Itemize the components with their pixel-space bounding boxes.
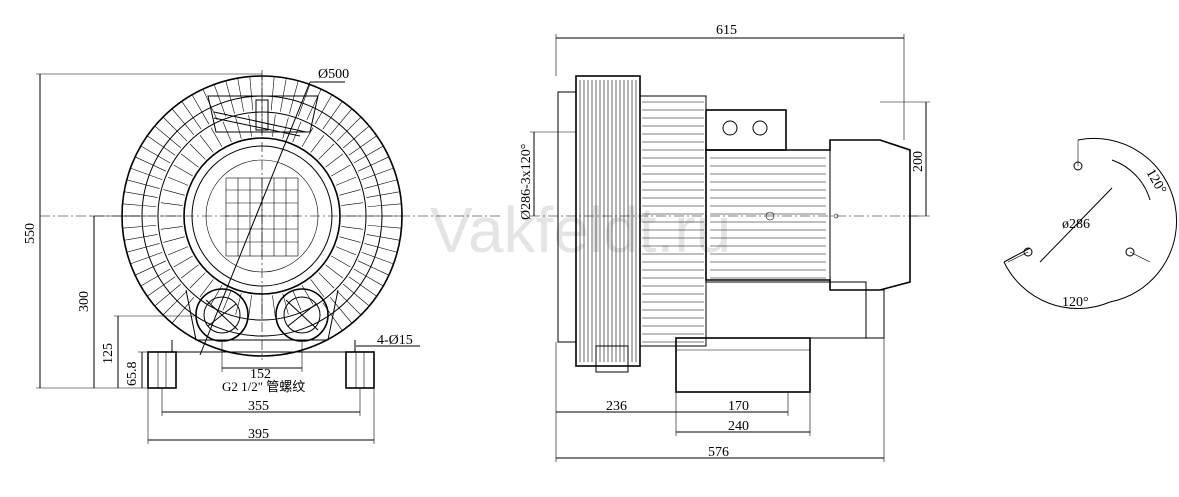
base-width-label: 240 (728, 419, 749, 434)
width-base-label: 395 (248, 427, 269, 442)
front-view: Ø500 550 300 125 65.8 4-Ø15 152 G2 1/2" … (23, 67, 500, 444)
mounting-base (675, 337, 811, 393)
flange-detail: ø286 120° 120° (1003, 137, 1178, 310)
housing-fins (579, 80, 637, 362)
thread-label: G2 1/2" 管螺纹 (222, 379, 305, 394)
height-axis-label: 300 (77, 291, 92, 312)
motor-fan-cover (183, 137, 341, 295)
terminal-box (705, 109, 787, 151)
side-view: 615 200 Ø286-3x120° 236 170 240 576 (519, 23, 930, 462)
diameter-label: Ø500 (318, 67, 349, 82)
motor-height-label: 200 (911, 151, 926, 172)
motor-fins (710, 157, 826, 279)
flange-angle-top-label: 120° (1143, 167, 1169, 198)
motor-body (705, 139, 911, 291)
feet-spacing-label: 170 (728, 399, 749, 414)
length-base-label: 576 (708, 445, 729, 460)
bolt-hole (1023, 247, 1033, 257)
holes-label: 4-Ø15 (377, 333, 413, 348)
width-feet-label: 355 (248, 399, 269, 414)
flange-angle-bottom-label: 120° (1062, 295, 1089, 310)
port-right (275, 288, 329, 342)
fan-grille (225, 177, 299, 257)
bolt-hole (1125, 247, 1135, 257)
flange-diameter-label: ø286 (1062, 217, 1090, 232)
height-flange-label: 125 (101, 343, 116, 364)
port-left (195, 288, 249, 342)
offset-front-label: 236 (606, 399, 627, 414)
height-foot-label: 65.8 (125, 362, 140, 387)
length-total-label: 615 (716, 23, 737, 38)
cooling-fins (122, 76, 402, 331)
bolt-circle-label: Ø286-3x120° (519, 144, 534, 220)
port-spacing-label: 152 (250, 367, 271, 382)
height-total-label: 550 (23, 223, 38, 244)
